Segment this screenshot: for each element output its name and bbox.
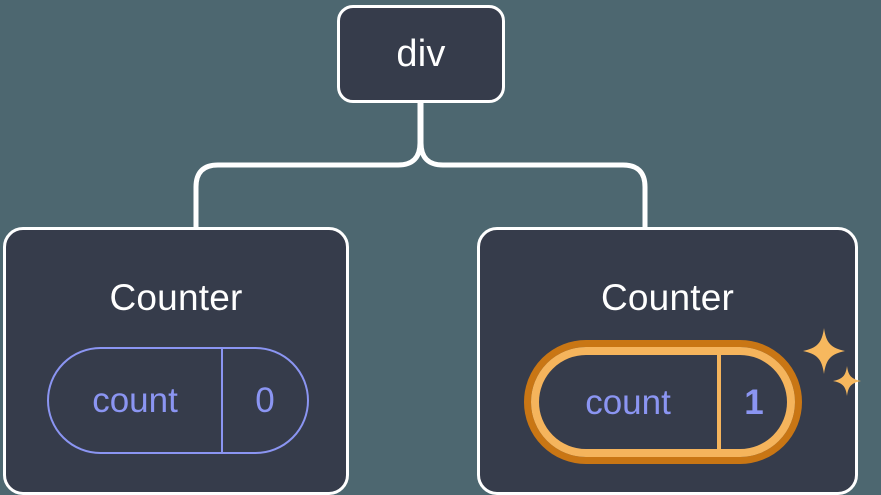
node-counter-left[interactable]: Counter count 0 — [3, 227, 349, 495]
sparkle-small-icon — [833, 366, 861, 396]
sparkle-icon — [803, 328, 861, 396]
state-pill-highlight-ring: count 1 — [531, 347, 795, 457]
node-div[interactable]: div — [337, 5, 505, 103]
edge-div-to-right-counter — [418, 100, 648, 230]
state-value-label: 1 — [744, 382, 764, 422]
node-counter-right-label: Counter — [600, 277, 735, 318]
sparkle-large-icon — [803, 328, 845, 374]
state-key-label: count — [92, 381, 178, 420]
state-key-label: count — [585, 382, 671, 422]
state-pill-divider — [717, 355, 721, 449]
state-pill-count-left[interactable]: count 0 — [47, 347, 309, 454]
state-pill-count-right[interactable]: count 1 — [524, 340, 802, 464]
node-counter-right[interactable]: Counter count 1 — [477, 227, 861, 495]
state-pill-divider — [221, 349, 223, 452]
node-div-label: div — [396, 33, 446, 75]
node-counter-left-label: Counter — [109, 277, 243, 318]
state-value-label: 0 — [255, 381, 275, 420]
edge-div-to-left-counter — [193, 100, 423, 230]
